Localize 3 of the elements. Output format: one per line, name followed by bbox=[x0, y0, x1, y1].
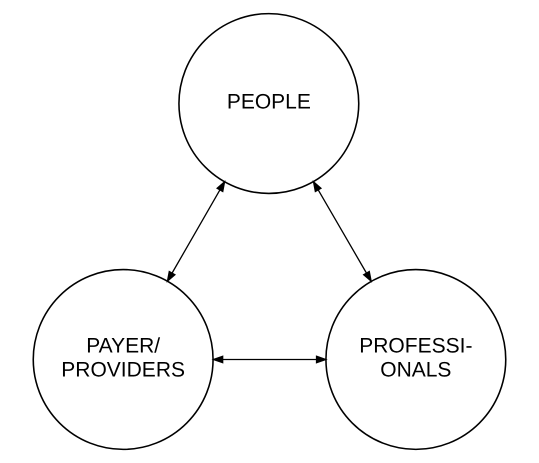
arrow bbox=[212, 355, 328, 364]
arrow bbox=[166, 180, 226, 283]
arrow bbox=[312, 180, 372, 283]
